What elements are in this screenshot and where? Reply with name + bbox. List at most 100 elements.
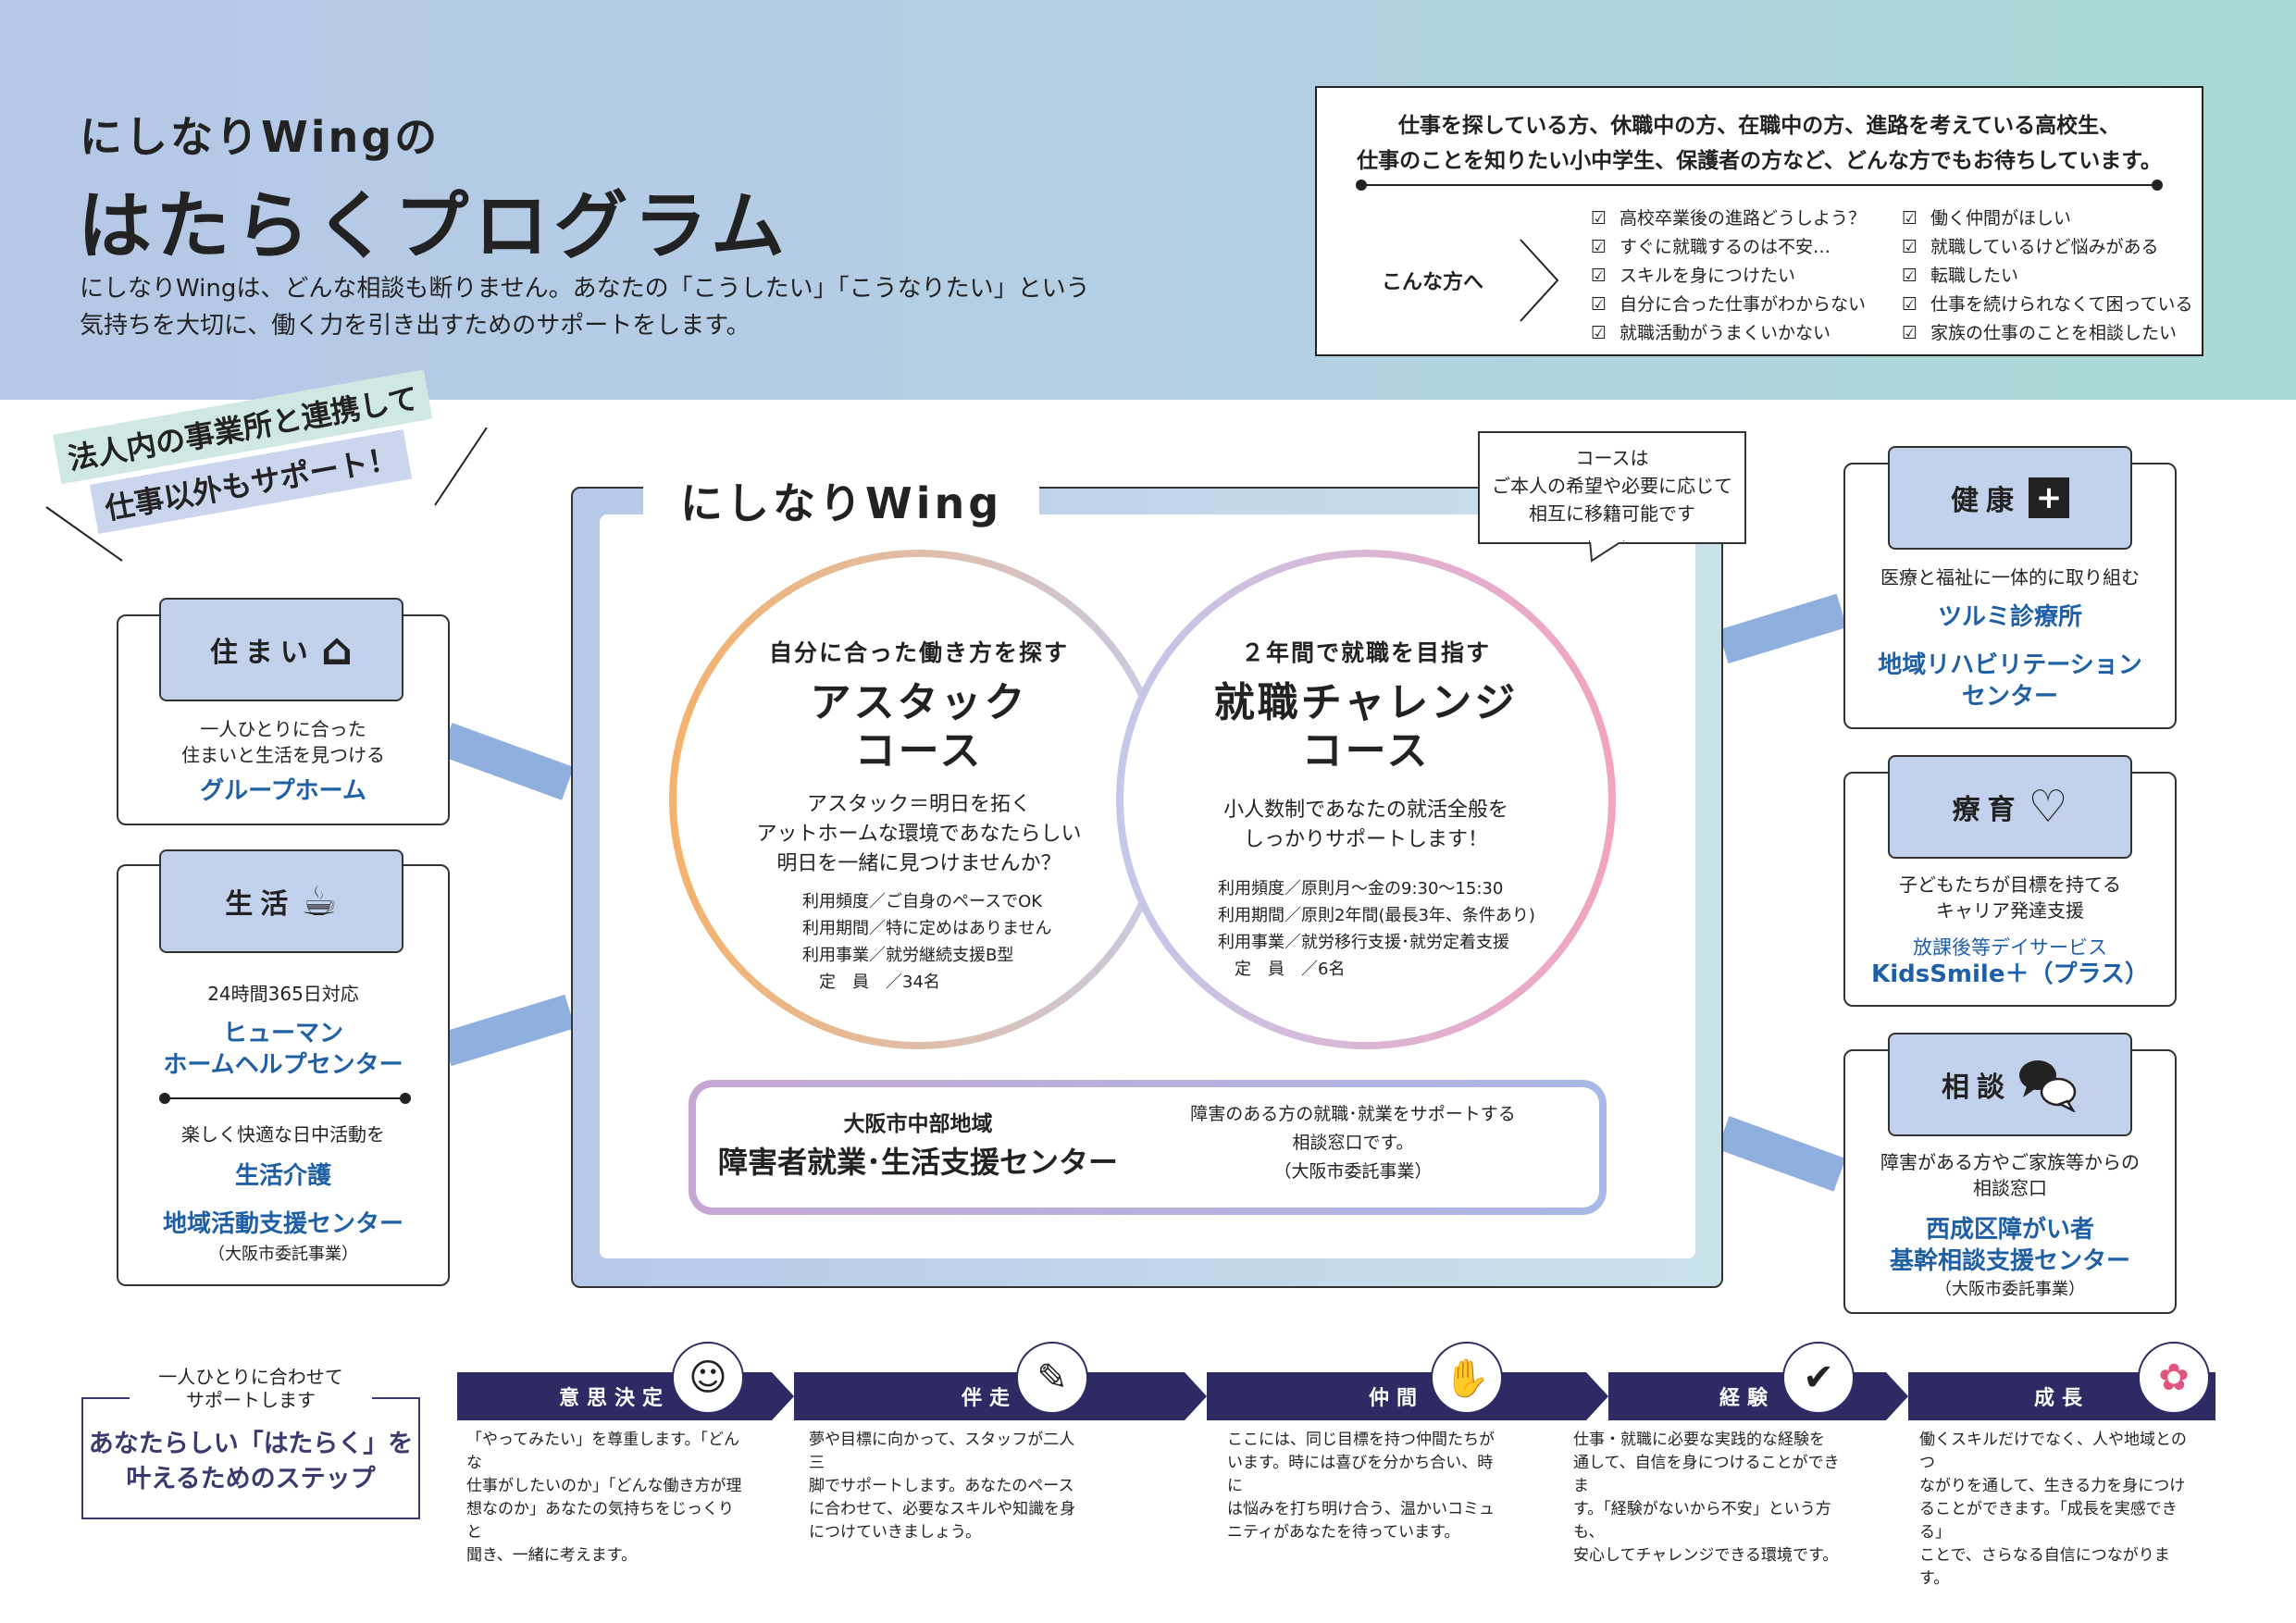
step-desc-line: に合わせて、必要なスキルや知識を身 bbox=[809, 1500, 1076, 1518]
tsurumi-clinic-link[interactable]: ツルミ診療所 bbox=[1937, 603, 2082, 631]
housing-title: 住まい bbox=[209, 637, 316, 669]
step-desc-line: ニティがあなたを待っています。 bbox=[1227, 1523, 1460, 1542]
step-accompany: 伴走 bbox=[794, 1372, 1185, 1420]
handshake-icon: ✋ bbox=[1431, 1342, 1503, 1414]
group-home-link[interactable]: グループホーム bbox=[200, 777, 366, 805]
step-desc-line: につけていきましょう。 bbox=[809, 1523, 981, 1542]
checklist-item: 自分に合った仕事がわからない bbox=[1591, 291, 1866, 319]
osaka-center-name: 大阪市中部地域 障害者就業･生活支援センター bbox=[714, 1108, 1122, 1183]
divider bbox=[1356, 180, 2163, 191]
connector-housing bbox=[440, 723, 575, 800]
job-challenge-info-line: 利用期間／原則2年間(最長3年、条件あり) bbox=[1218, 906, 1535, 925]
life-header: 生活 ☕ bbox=[159, 849, 403, 953]
steps-intro-box: あなたらしい「はたらく」を 叶えるためのステップ bbox=[81, 1397, 420, 1519]
rehabilitation-center-link[interactable]: 地域リハビリテーション センター bbox=[1845, 650, 2175, 712]
consult-title: 相談 bbox=[1942, 1072, 2012, 1104]
housing-header: 住まい ⌂ bbox=[159, 598, 403, 701]
job-challenge-desc-line: 小人数制であなたの就活全般を bbox=[1223, 799, 1508, 822]
note-line: コースは bbox=[1575, 447, 1649, 469]
astac-lead: 自分に合った働き方を探す bbox=[768, 639, 1069, 666]
activity-center-link[interactable]: 地域活動支援センター bbox=[162, 1210, 403, 1238]
step-growth-desc: 働くスキルだけでなく、人や地域とのつ ながりを通して、生きる力を身につけ ること… bbox=[1919, 1429, 2197, 1591]
astac-course-circle: 自分に合った働き方を探す アスタック コース アスタック＝明日を拓く アットホー… bbox=[669, 550, 1169, 1049]
chevron-right-icon bbox=[1520, 239, 1559, 322]
life-note: （大阪市委託事業） bbox=[208, 1245, 358, 1264]
stamp-icon: ✔ bbox=[1782, 1342, 1855, 1414]
housing-desc-line: 住まいと生活を見つける bbox=[181, 744, 385, 766]
home-help-link[interactable]: ヒューマン ホームヘルプセンター bbox=[118, 1018, 448, 1081]
care-desc-line: 子どもたちが目標を持てる bbox=[1899, 873, 2121, 896]
cup-icon: ☕ bbox=[301, 877, 338, 925]
life-hours: 24時間365日対応 bbox=[207, 983, 359, 1005]
step-desc-line: す。「経験がないから不安」という方も、 bbox=[1573, 1500, 1831, 1542]
consult-link-line: 基幹相談支援センター bbox=[1889, 1247, 2130, 1275]
astac-info-line: 利用期間／特に定めはありません bbox=[802, 919, 1052, 938]
step-desc-line: 聞き、一緒に考えます。 bbox=[466, 1546, 638, 1565]
step-desc-line: は悩みを打ち明け合う、温かいコミュ bbox=[1227, 1500, 1495, 1518]
job-challenge-content: ２年間で就職を目指す 就職チャレンジ コース 小人数制であなたの就活全般を しっ… bbox=[1123, 635, 1608, 983]
job-challenge-desc: 小人数制であなたの就活全般を しっかりサポートします！ bbox=[1123, 796, 1608, 855]
step-desc-line: ることができます。「成長を実感できる」 bbox=[1919, 1500, 2178, 1542]
page-subtitle: にしなりWingの bbox=[80, 112, 441, 162]
step-label: 経験 bbox=[1719, 1387, 1775, 1410]
step-accompany-desc: 夢や目標に向かって、スタッフが二人三 脚でサポートします。あなたのペース に合わ… bbox=[809, 1429, 1086, 1544]
step-desc-line: います。時には喜びを分かち合い、時に bbox=[1227, 1454, 1494, 1495]
step-desc-line: 「やってみたい」を尊重します。「どんな bbox=[466, 1431, 739, 1472]
home-help-line: ヒューマン bbox=[222, 1020, 343, 1047]
step-peers: 仲間 bbox=[1207, 1372, 1586, 1420]
checklist-item: 高校卒業後の進路どうしよう？ bbox=[1591, 204, 1866, 233]
job-challenge-name-line: コース bbox=[1301, 727, 1431, 774]
step-arrow bbox=[1185, 1372, 1207, 1420]
job-challenge-info: 利用頻度／原則月～金の9:30～15:30 利用期間／原則2年間(最長3年、条件… bbox=[1218, 875, 1608, 983]
checklist-left: 高校卒業後の進路どうしよう？ すぐに就職するのは不安… スキルを身につけたい 自… bbox=[1591, 204, 1866, 348]
step-label: 意思決定 bbox=[558, 1387, 670, 1410]
consult-center-link[interactable]: 西成区障がい者 基幹相談支援センター bbox=[1845, 1214, 2175, 1277]
life-care-link[interactable]: 生活介護 bbox=[234, 1162, 331, 1190]
steps-main-line: あなたらしい「はたらく」を bbox=[88, 1430, 414, 1458]
step-desc-line: ことで、さらなる自信につながります。 bbox=[1919, 1546, 2170, 1588]
target-label: こんな方へ bbox=[1382, 271, 1484, 294]
nishinari-wing-title: にしなりWing bbox=[643, 465, 1040, 537]
osaka-center-title: 障害者就業･生活支援センター bbox=[717, 1145, 1118, 1180]
astac-info: 利用頻度／ご自身のペースでOK 利用期間／特に定めはありません 利用事業／就労継… bbox=[802, 888, 1161, 996]
consult-desc-line: 障害がある方やご家族等からの bbox=[1880, 1151, 2140, 1173]
job-challenge-course-circle: ２年間で就職を目指す 就職チャレンジ コース 小人数制であなたの就活全般を しっ… bbox=[1116, 550, 1616, 1049]
step-desc-line: 通して、自信を身につけることができま bbox=[1573, 1454, 1840, 1495]
steps-main-line: 叶えるためのステップ bbox=[126, 1465, 376, 1493]
steps-main-text: あなたらしい「はたらく」を 叶えるためのステップ bbox=[83, 1427, 418, 1497]
step-desc-line: ながりを通して、生きる力を身につけ bbox=[1919, 1477, 2186, 1495]
step-desc-line: 働くスキルだけでなく、人や地域とのつ bbox=[1919, 1431, 2187, 1472]
housing-desc: 一人ひとりに合った 住まいと生活を見つける bbox=[118, 716, 448, 768]
course-note-bubble: コースは ご本人の希望や必要に応じて 相互に移籍可能です bbox=[1478, 431, 1746, 544]
lead-text: にしなりWingは、どんな相談も断りません。あなたの「こうしたい」「こうなりたい… bbox=[80, 270, 1090, 344]
note-line: 相互に移籍可能です bbox=[1529, 502, 1695, 525]
astac-info-line: 定 員 ／34名 bbox=[802, 973, 940, 992]
checklist-item: 働く仲間がほしい bbox=[1902, 204, 2193, 233]
steps-sub-line: 一人ひとりに合わせて bbox=[158, 1366, 343, 1388]
care-desc-line: キャリア発達支援 bbox=[1936, 899, 2084, 922]
step-desc-line: ここには、同じ目標を持つ仲間たちが bbox=[1227, 1431, 1495, 1449]
checklist-item: 仕事を続けられなくて困っている bbox=[1902, 291, 2192, 319]
step-label: 成長 bbox=[2033, 1387, 2090, 1410]
checklist-item: 就職活動がうまくいかない bbox=[1591, 319, 1866, 348]
connector-consult bbox=[1717, 1116, 1846, 1192]
kidssmile-link[interactable]: KidsSmile＋（プラス） bbox=[1871, 960, 2149, 988]
after-school-service[interactable]: 放課後等デイサービス bbox=[1913, 936, 2107, 959]
lead-line: にしなりWingは、どんな相談も断りません。あなたの「こうしたい」「こうなりたい… bbox=[80, 275, 1090, 303]
target-audience-box: 仕事を探している方、休職中の方、在職中の方、進路を考えている高校生、 仕事のこと… bbox=[1315, 86, 2203, 356]
life-title: 生活 bbox=[225, 888, 296, 921]
step-label: 伴走 bbox=[961, 1387, 1017, 1410]
astac-course-content: 自分に合った働き方を探す アスタック コース アスタック＝明日を拓く アットホー… bbox=[676, 635, 1161, 996]
step-desc-line: 脚でサポートします。あなたのペース bbox=[809, 1477, 1074, 1495]
life-desc: 楽しく快適な日中活動を bbox=[181, 1123, 385, 1146]
housing-desc-line: 一人ひとりに合った bbox=[200, 718, 366, 740]
job-challenge-desc-line: しっかりサポートします！ bbox=[1243, 828, 1488, 851]
consult-desc-line: 相談窓口 bbox=[1973, 1177, 2047, 1199]
job-challenge-info-line: 利用頻度／原則月～金の9:30～15:30 bbox=[1218, 879, 1504, 898]
home-help-line: ホームヘルプセンター bbox=[163, 1051, 403, 1079]
face-icon: ☺ bbox=[672, 1342, 744, 1414]
checklist-item: 家族の仕事のことを相談したい bbox=[1902, 319, 2193, 348]
consult-note: （大阪市委託事業） bbox=[1935, 1280, 2085, 1299]
astac-course-name: アスタック コース bbox=[676, 679, 1161, 775]
consult-link-line: 西成区障がい者 bbox=[1925, 1216, 2094, 1244]
